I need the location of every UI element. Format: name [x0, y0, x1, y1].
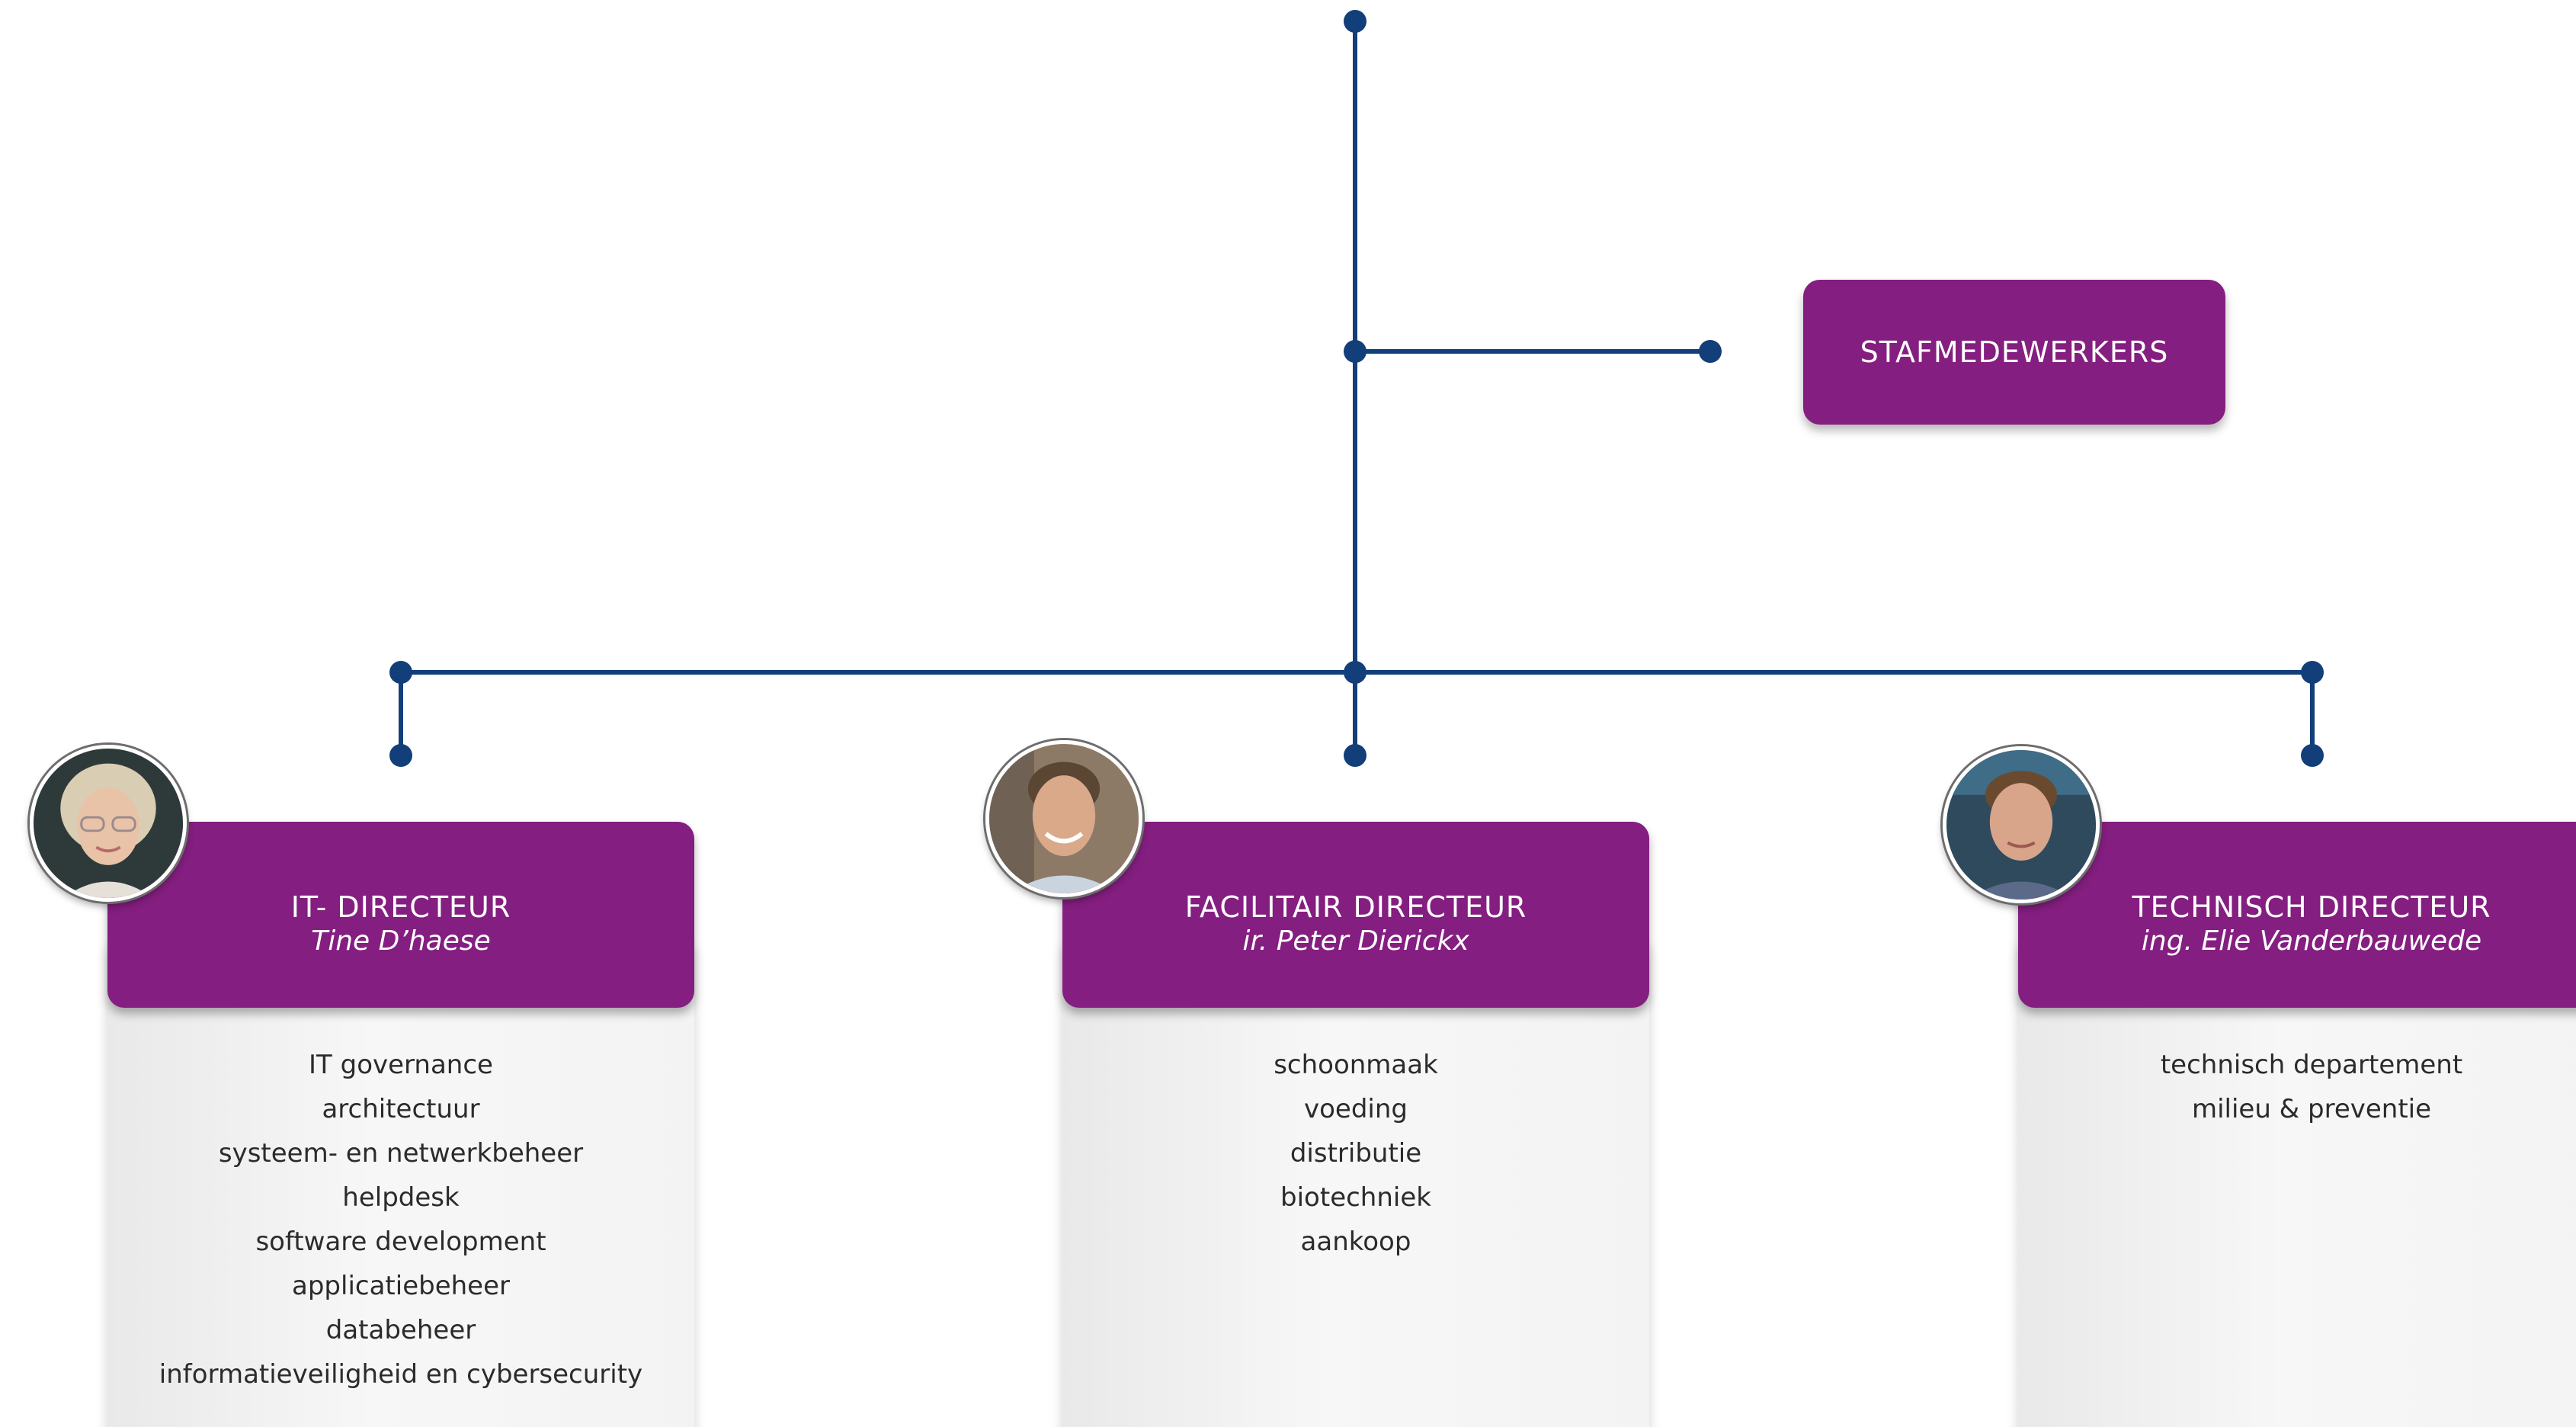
dept-facilitair-title: FACILITAIR DIRECTEUR — [1184, 890, 1527, 924]
task-item: technisch departement — [2160, 1050, 2463, 1080]
dept-technisch-body — [2018, 944, 2576, 1427]
bus-left-node — [389, 661, 412, 684]
dept-facilitair-person: ir. Peter Dierickx — [1242, 925, 1469, 957]
task-item: voeding — [1304, 1094, 1408, 1124]
task-item: architectuur — [322, 1094, 480, 1124]
avatar-facilitair-director — [985, 740, 1142, 897]
task-item: aankoop — [1300, 1227, 1411, 1257]
staff-end-node — [1699, 340, 1722, 363]
dept-it-body — [107, 944, 694, 1427]
facilitair-drop-node — [1344, 744, 1366, 767]
dept-it: IT- DIRECTEUR Tine D’haese IT governance… — [107, 822, 694, 1427]
dept-facilitair: FACILITAIR DIRECTEUR ir. Peter Dierickx … — [1062, 822, 1649, 1427]
dept-technisch-title: TECHNISCH DIRECTEUR — [2132, 890, 2491, 924]
bus-center-node — [1344, 661, 1366, 684]
task-item: IT governance — [309, 1050, 493, 1080]
task-item: software development — [255, 1227, 546, 1257]
dept-technisch-tasks: technisch departement milieu & preventie — [2018, 1043, 2576, 1131]
trunk-top-node — [1344, 10, 1366, 33]
staff-box: STAFMEDEWERKERS — [1803, 280, 2225, 425]
task-item: biotechniek — [1280, 1182, 1431, 1213]
avatar-technisch-director — [1943, 746, 2100, 903]
task-item: milieu & preventie — [2191, 1094, 2432, 1124]
avatar-it-director — [30, 745, 187, 902]
dept-technisch-person: ing. Elie Vanderbauwede — [2141, 925, 2482, 957]
dept-facilitair-header: FACILITAIR DIRECTEUR ir. Peter Dierickx — [1062, 822, 1649, 1008]
it-drop-node — [389, 744, 412, 767]
dept-it-header: IT- DIRECTEUR Tine D’haese — [107, 822, 694, 1008]
task-item: distributie — [1290, 1138, 1422, 1169]
dept-it-title: IT- DIRECTEUR — [290, 890, 511, 924]
task-item: informatieveiligheid en cybersecurity — [159, 1359, 643, 1390]
task-item: systeem- en netwerkbeheer — [218, 1138, 584, 1169]
task-item: schoonmaak — [1274, 1050, 1438, 1080]
staff-label: STAFMEDEWERKERS — [1860, 335, 2169, 369]
portrait-icon — [34, 749, 183, 898]
staff-junction-node — [1344, 340, 1366, 363]
dept-it-tasks: IT governance architectuur systeem- en n… — [107, 1043, 694, 1397]
bus-right-node — [2301, 661, 2324, 684]
technisch-drop-node — [2301, 744, 2324, 767]
task-item: helpdesk — [342, 1182, 460, 1213]
task-item: databeheer — [325, 1315, 476, 1345]
task-item: applicatiebeheer — [292, 1271, 510, 1301]
dept-technisch-header: TECHNISCH DIRECTEUR ing. Elie Vanderbauw… — [2018, 822, 2576, 1008]
portrait-icon — [989, 744, 1139, 893]
dept-facilitair-body — [1062, 944, 1649, 1427]
dept-facilitair-tasks: schoonmaak voeding distributie biotechni… — [1062, 1043, 1649, 1264]
dept-technisch: TECHNISCH DIRECTEUR ing. Elie Vanderbauw… — [2018, 822, 2576, 1427]
portrait-icon — [1946, 750, 2096, 899]
dept-it-person: Tine D’haese — [311, 925, 491, 957]
